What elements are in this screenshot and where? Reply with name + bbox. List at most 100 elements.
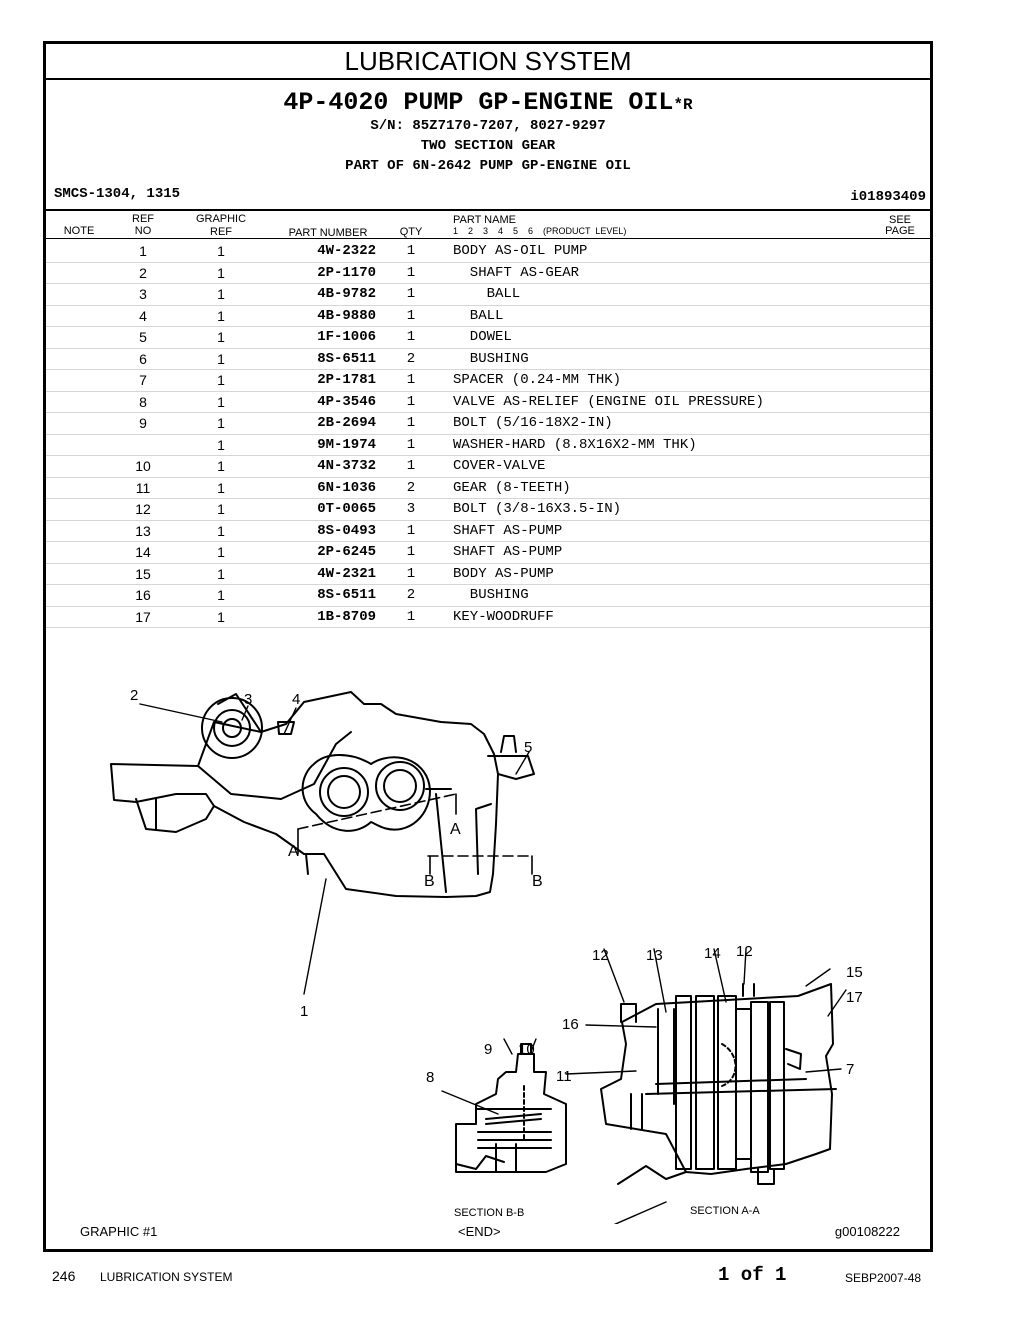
section-aa-view [565, 948, 847, 1224]
part-number: 2B-2694 [317, 415, 376, 431]
part-number: 9M-1974 [317, 436, 376, 453]
section-mark-b-left: B [424, 873, 435, 890]
part-ref-no: 10 [135, 458, 151, 474]
part-number: 4W-2322 [317, 243, 376, 259]
callout-12-left: 12 [592, 947, 609, 964]
header-ref-no-2: NO [134, 225, 152, 237]
part-number: 0T-0065 [317, 501, 376, 517]
part-name: BUSHING [453, 350, 529, 367]
callout-12-right: 12 [736, 943, 753, 960]
part-qty: 1 [406, 608, 416, 625]
part-qty: 1 [406, 415, 416, 431]
part-qty: 1 [406, 307, 416, 324]
part-name: BALL [453, 286, 521, 302]
callout-3: 3 [244, 691, 252, 708]
part-qty: 1 [406, 458, 416, 474]
part-qty: 2 [406, 479, 416, 496]
part-name: BODY AS-OIL PUMP [453, 243, 588, 259]
smcs-codes: SMCS-1304, 1315 [54, 186, 181, 202]
part-name: VALVE AS-RELIEF (ENGINE OIL PRESSURE) [453, 393, 764, 410]
illustration-id: i01893409 [850, 189, 926, 205]
part-graphic-ref: 1 [217, 522, 225, 539]
group-title-suffix: *R [673, 96, 693, 114]
part-qty: 1 [406, 393, 416, 410]
part-graphic-ref: 1 [217, 415, 225, 431]
part-number: 8S-0493 [317, 522, 376, 539]
pump-body-view [110, 691, 535, 995]
part-qty: 1 [406, 436, 416, 453]
document-frame: LUBRICATION SYSTEM 4P-4020 PUMP GP-ENGIN… [43, 41, 933, 1252]
part-ref-no: 5 [139, 329, 147, 345]
callout-11: 11 [556, 1068, 572, 1085]
part-graphic-ref: 1 [217, 544, 225, 560]
header-part-number: PART NUMBER [288, 227, 368, 239]
callout-14: 14 [704, 945, 721, 962]
header-bottom-rule [46, 238, 930, 239]
part-name: BUSHING [453, 587, 529, 603]
callout-8: 8 [426, 1069, 434, 1086]
callout-1: 1 [300, 1003, 308, 1020]
part-qty: 2 [406, 350, 416, 367]
header-see-page-2: PAGE [885, 225, 915, 237]
part-number: 1B-8709 [317, 608, 376, 625]
part-graphic-ref: 1 [217, 350, 225, 367]
group-title-text: 4P-4020 PUMP GP-ENGINE OIL [283, 88, 674, 117]
part-qty: 1 [406, 286, 416, 302]
page-number: 246 [52, 1268, 76, 1284]
header-part-name-1: PART NAME [453, 214, 516, 226]
part-graphic-ref: 1 [217, 329, 225, 345]
part-ref-no: 8 [139, 393, 147, 410]
header-product-level: 1 2 3 4 5 6 (PRODUCT LEVEL) [453, 226, 627, 236]
part-number: 1F-1006 [317, 329, 376, 345]
part-name: SHAFT AS-PUMP [453, 544, 563, 560]
part-graphic-ref: 1 [217, 501, 225, 517]
part-ref-no: 1 [139, 243, 147, 259]
part-qty: 1 [406, 522, 416, 539]
part-qty: 2 [406, 587, 416, 603]
part-qty: 1 [406, 243, 416, 259]
arrangement-description: TWO SECTION GEAR [420, 138, 556, 154]
part-name: SPACER (0.24-MM THK) [453, 372, 622, 388]
header-note: NOTE [63, 225, 95, 237]
part-ref-no: 12 [135, 501, 151, 517]
part-qty: 1 [406, 329, 416, 345]
part-number: 8S-6511 [317, 587, 376, 603]
part-ref-no: 15 [135, 565, 151, 582]
header-ref-no-1: REF [132, 213, 154, 225]
callout-4: 4 [292, 691, 300, 708]
part-graphic-ref: 1 [217, 565, 225, 582]
part-name: BALL [453, 307, 504, 324]
callout-7: 7 [846, 1061, 854, 1078]
part-qty: 1 [406, 264, 416, 281]
part-graphic-ref: 1 [217, 436, 225, 453]
part-number: 2P-1781 [317, 372, 376, 388]
part-name: SHAFT AS-PUMP [453, 522, 563, 539]
part-ref-no: 16 [135, 587, 151, 603]
part-name: SHAFT AS-GEAR [453, 264, 580, 281]
header-qty: QTY [399, 226, 423, 238]
part-name: GEAR (8-TEETH) [453, 479, 571, 496]
header-graphic-ref-2: REF [210, 226, 232, 238]
callout-9: 9 [484, 1041, 492, 1058]
part-name: WASHER-HARD (8.8X16X2-MM THK) [453, 436, 697, 453]
part-row: 1 9M-1974 1 WASHER-HARD (8.8X16X2-MM THK) [46, 435, 930, 456]
part-number: 4N-3732 [317, 458, 376, 474]
part-graphic-ref: 1 [217, 307, 225, 324]
part-ref-no: 7 [139, 372, 147, 388]
part-qty: 1 [406, 372, 416, 388]
callout-17: 17 [846, 989, 863, 1006]
section-mark-a-left: A [288, 843, 299, 860]
section-bb-view [441, 1038, 567, 1173]
part-qty: 1 [406, 565, 416, 582]
pump-drawing: 2 3 4 5 1 A A B B 12 13 14 12 15 17 16 1… [110, 687, 863, 1224]
part-ref-no: 2 [139, 264, 147, 281]
